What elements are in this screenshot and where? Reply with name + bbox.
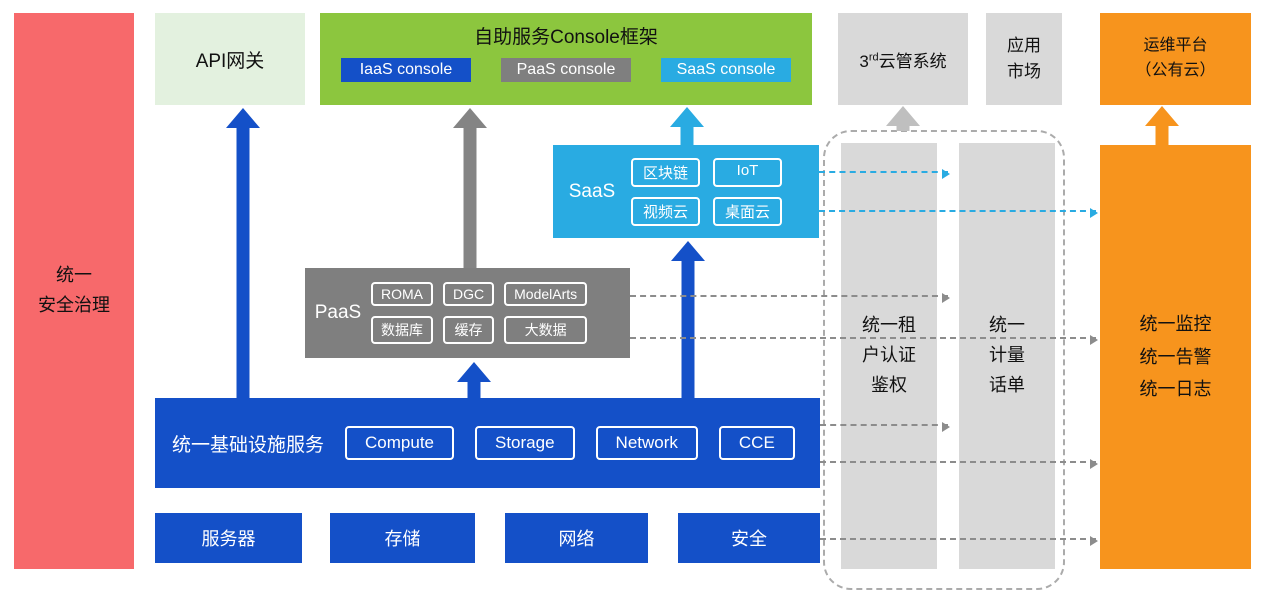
paas-chip-dgc: DGC <box>443 282 495 306</box>
infra-chip-storage: Storage <box>475 426 575 460</box>
third-party-cms-sup: rd <box>868 50 879 63</box>
arrow-infra-to-saas <box>671 241 705 398</box>
hardware-box-storage: 存储 <box>330 513 475 563</box>
saas-chip-desktop-cloud: 桌面云 <box>713 196 783 226</box>
paas-console-button: PaaS console <box>501 58 631 82</box>
metering-bar: 统一 计量 话单 <box>959 143 1055 569</box>
hardware-box-security: 安全 <box>678 513 820 563</box>
hardware-label-network: 网络 <box>558 529 595 549</box>
tenant-auth-label: 统一租 户认证 鉴权 <box>862 315 916 395</box>
infra-chip-compute: Compute <box>345 426 454 460</box>
arrow-monitor-to-ops-platform <box>1145 106 1179 146</box>
paas-box: PaaS ROMA DGC ModelArts 数据库 缓存 大数据 <box>305 268 630 358</box>
app-market-box: 应用 市场 <box>986 13 1062 105</box>
saas-console-button: SaaS console <box>661 58 791 82</box>
saas-chip-iot: IoT <box>713 157 783 187</box>
infrastructure-box: 统一基础设施服务 Compute Storage Network CCE <box>155 398 820 488</box>
arrow-infra-to-paas <box>457 362 491 398</box>
ops-platform-label: 运维平台 （公有云） <box>1135 37 1216 79</box>
monitor-label: 统一监控 统一告警 统一日志 <box>1139 314 1212 400</box>
console-framework-title: 自助服务Console框架 <box>474 27 658 48</box>
connector-paas-to-monitor <box>630 335 1098 345</box>
hardware-label-storage: 存储 <box>384 529 421 549</box>
saas-label: SaaS <box>568 180 616 202</box>
hardware-box-network: 网络 <box>505 513 648 563</box>
console-framework-box: 自助服务Console框架 IaaS console PaaS console … <box>320 13 812 105</box>
auth-metering-dashed-container <box>823 130 1065 590</box>
saas-box: SaaS 区块链 IoT 视频云 桌面云 <box>553 145 819 238</box>
hardware-label-server: 服务器 <box>201 529 256 549</box>
connector-paas-to-auth <box>630 293 950 303</box>
ops-platform-box: 运维平台 （公有云） <box>1100 13 1251 105</box>
paas-chip-roma: ROMA <box>371 282 433 306</box>
arrow-paas-to-console <box>453 108 487 268</box>
hardware-box-server: 服务器 <box>155 513 302 563</box>
api-gateway-box: API网关 <box>155 13 305 105</box>
security-governance-label: 统一 安全治理 <box>38 265 110 315</box>
third-party-cms-box: 3rd云管系统 <box>838 13 968 105</box>
connector-saas-to-monitor <box>819 208 1098 218</box>
third-party-cms-label: 3rd云管系统 <box>859 47 946 72</box>
monitor-bar: 统一监控 统一告警 统一日志 <box>1100 145 1251 569</box>
paas-chip-bigdata: 大数据 <box>504 316 588 344</box>
connector-saas-to-auth <box>819 169 950 179</box>
connector-infra-to-monitor <box>820 459 1098 469</box>
infra-chip-network: Network <box>595 426 698 460</box>
security-governance-bar: 统一 安全治理 <box>14 13 134 569</box>
api-gateway-label: API网关 <box>195 50 265 72</box>
paas-chip-modelarts: ModelArts <box>504 282 588 306</box>
app-market-label: 应用 市场 <box>1007 35 1041 81</box>
paas-label: PaaS <box>314 302 362 323</box>
arrow-to-third-party-cms <box>886 106 920 131</box>
arrow-saas-to-console <box>670 107 704 145</box>
third-party-cms-suffix: 云管系统 <box>878 51 947 71</box>
tenant-auth-bar: 统一租 户认证 鉴权 <box>841 143 937 569</box>
infrastructure-label: 统一基础设施服务 <box>172 434 325 456</box>
hardware-label-security: 安全 <box>731 529 767 549</box>
arrow-infra-to-api-gateway <box>226 108 260 398</box>
iaas-console-button: IaaS console <box>341 58 471 82</box>
paas-chip-cache: 缓存 <box>443 316 495 344</box>
paas-chip-database: 数据库 <box>371 316 433 344</box>
connector-infra-to-auth <box>820 422 950 432</box>
saas-chip-video-cloud: 视频云 <box>631 196 701 226</box>
metering-label: 统一 计量 话单 <box>989 315 1025 395</box>
connector-security-to-monitor <box>820 536 1098 546</box>
infra-chip-cce: CCE <box>718 426 795 460</box>
third-party-cms-prefix: 3 <box>859 51 869 71</box>
saas-chip-blockchain: 区块链 <box>631 157 701 187</box>
